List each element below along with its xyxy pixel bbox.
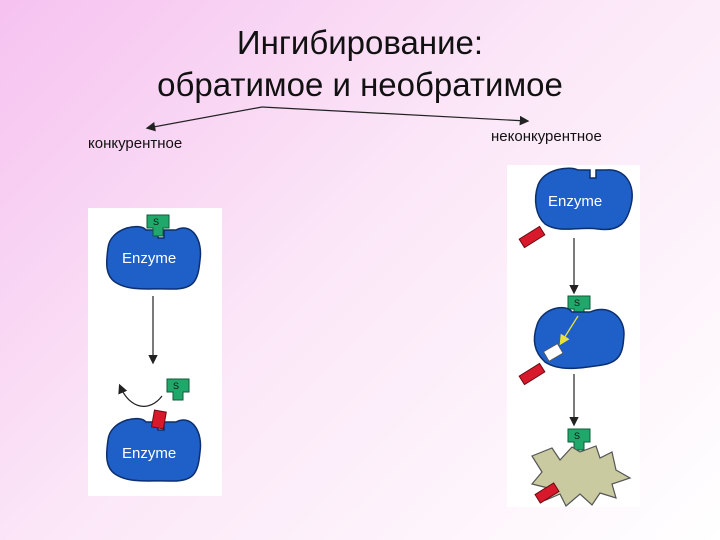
substrate-label-3: S bbox=[574, 298, 580, 308]
competitive-top-substrate: S bbox=[146, 214, 170, 237]
noncompetitive-inhibitor-1 bbox=[518, 225, 546, 249]
noncompetitive-bottom-substrate: S bbox=[567, 428, 591, 451]
noncompetitive-mid-enzyme bbox=[533, 306, 625, 370]
noncompetitive-inhibitor-2 bbox=[518, 362, 546, 386]
arrow-to-noncompetitive bbox=[261, 106, 530, 126]
enzyme-shape bbox=[105, 225, 202, 290]
slide-title: Ингибирование: обратимое и необратимое bbox=[0, 22, 720, 106]
noncompetitive-label: неконкурентное bbox=[491, 128, 602, 145]
altered-site bbox=[543, 343, 564, 362]
arrow-to-competitive bbox=[145, 106, 263, 132]
title-line-2: обратимое и необратимое bbox=[157, 66, 563, 103]
competitive-inhibitor bbox=[150, 409, 167, 430]
noncompetitive-top-enzyme: Enzyme bbox=[534, 167, 633, 231]
substrate-label: S bbox=[153, 217, 159, 227]
competitive-bottom-enzyme: Enzyme bbox=[105, 417, 202, 482]
enzyme-label-2: Enzyme bbox=[122, 445, 176, 462]
enzyme-shape-3 bbox=[534, 167, 633, 231]
competitive-label: конкурентное bbox=[88, 135, 183, 152]
enzyme-label: Enzyme bbox=[122, 250, 176, 267]
conformational-arrow bbox=[559, 315, 579, 346]
title-pointer-arrows bbox=[145, 106, 530, 132]
enzyme-shape-2 bbox=[105, 417, 202, 482]
enzyme-label-3: Enzyme bbox=[548, 193, 602, 210]
competitive-substrate-released: S bbox=[166, 378, 190, 401]
substrate-label-4: S bbox=[574, 431, 580, 441]
noncompetitive-inhibitor-3 bbox=[534, 482, 560, 504]
substrate-label-2: S bbox=[173, 381, 179, 391]
competitive-curved-arrow bbox=[118, 383, 163, 407]
competitive-top-enzyme: Enzyme bbox=[105, 225, 202, 290]
title-line-1: Ингибирование: bbox=[236, 24, 484, 61]
